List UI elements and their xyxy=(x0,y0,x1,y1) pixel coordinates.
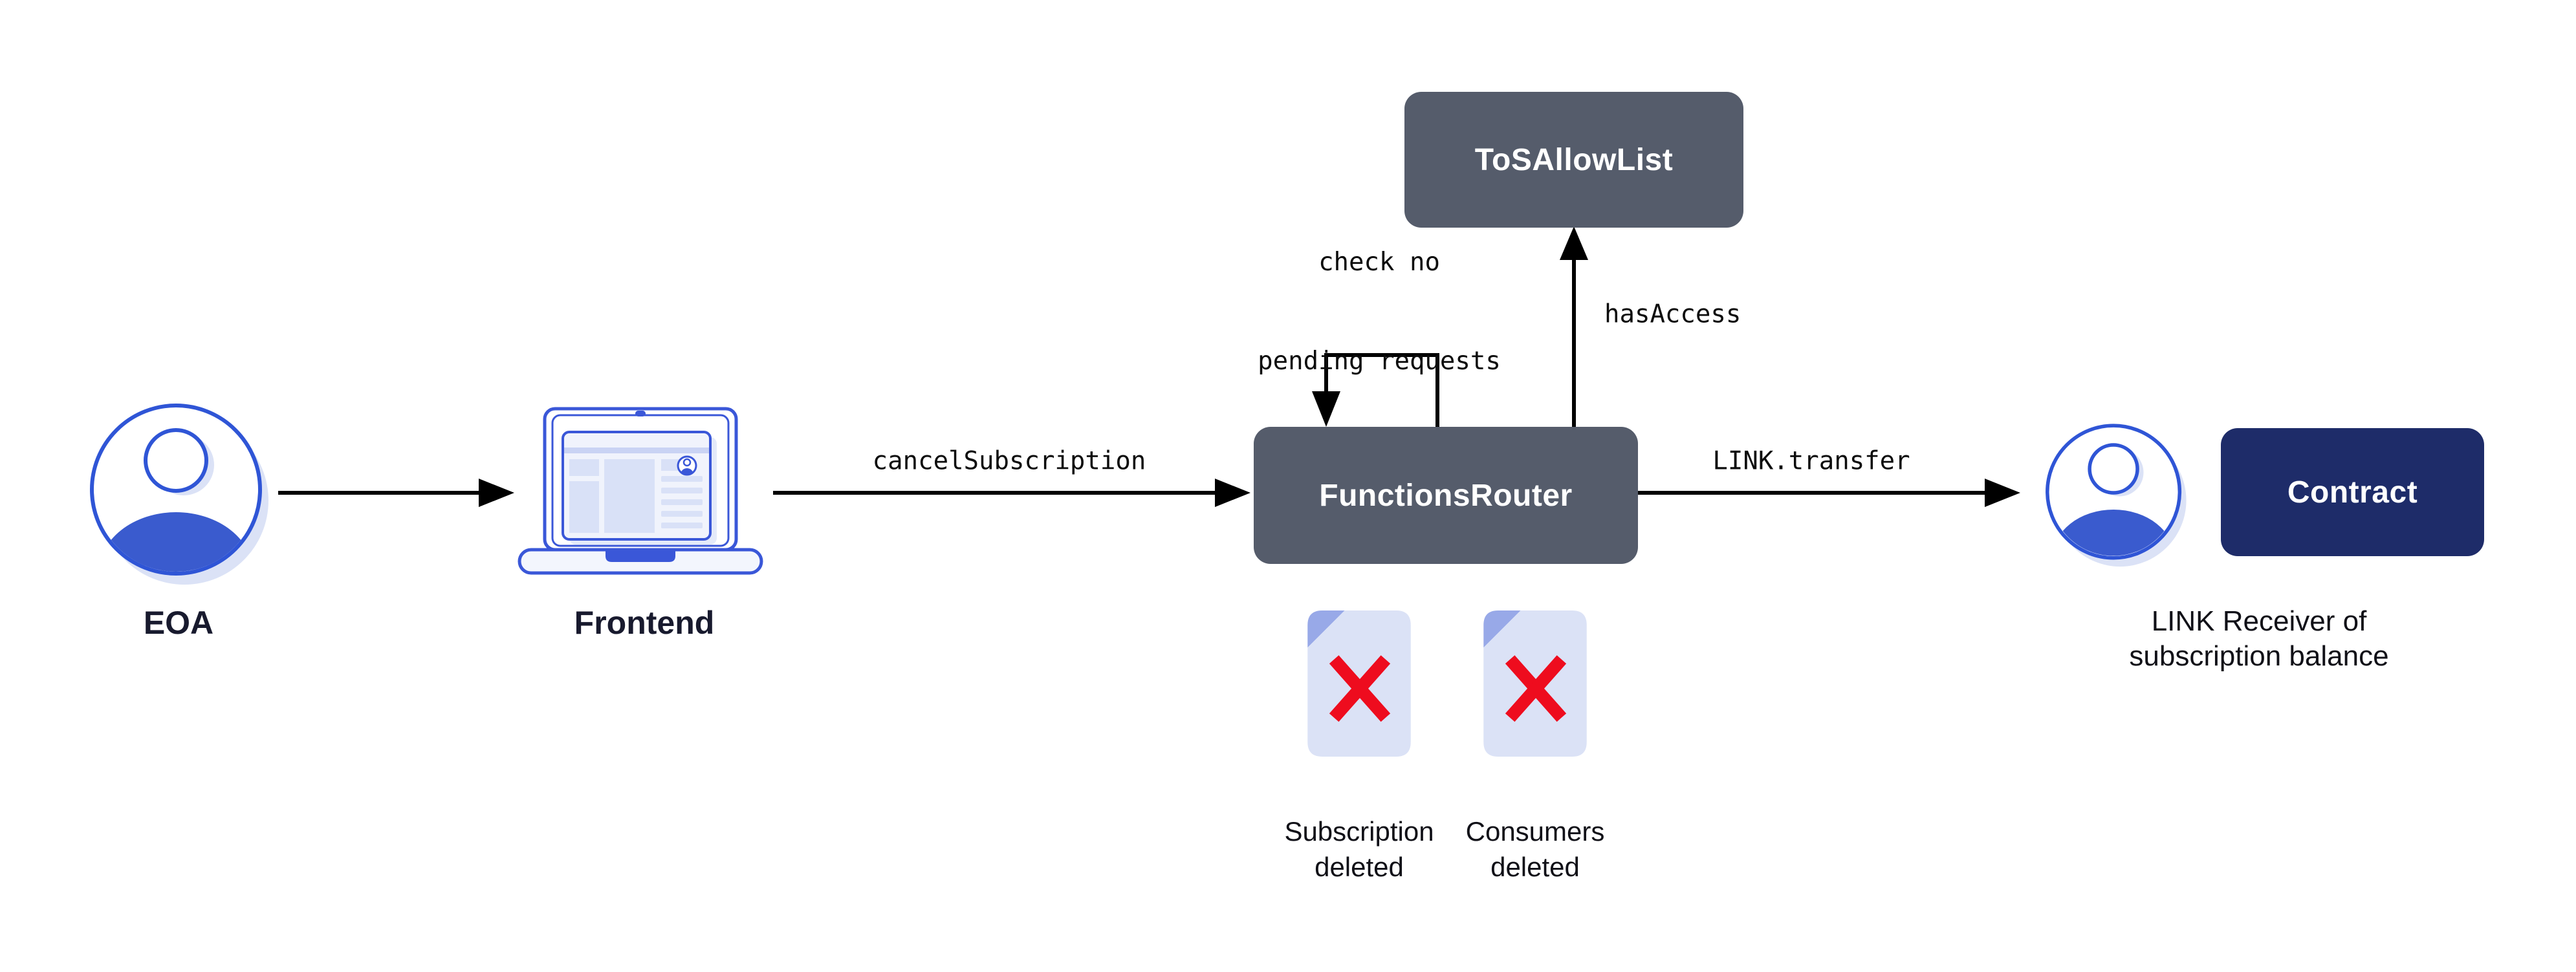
arrowhead-right-icon xyxy=(479,479,514,507)
edge-label-cancel-subscription: cancelSubscription xyxy=(872,446,1146,476)
caption-line2: deleted xyxy=(1490,852,1580,882)
edge-frontend-to-router xyxy=(773,479,1250,507)
frontend-label: Frontend xyxy=(574,605,715,641)
node-tos-allow-list-label: ToSAllowList xyxy=(1474,142,1674,177)
eoa-person-avatar-icon xyxy=(90,404,268,585)
receiver-caption: LINK Receiver of subscription balance xyxy=(2129,604,2388,674)
subscription-deleted-caption: Subscription deleted xyxy=(1284,814,1434,885)
node-functions-router-label: FunctionsRouter xyxy=(1319,478,1573,513)
node-tos-allow-list: ToSAllowList xyxy=(1404,92,1743,228)
caption-line1: Consumers xyxy=(1465,816,1605,847)
receiver-caption-line1: LINK Receiver of xyxy=(2151,605,2367,637)
edge-router-self-loop xyxy=(1312,353,1439,427)
subscription-deleted-document-icon xyxy=(1307,610,1411,757)
edge-label-line2: pending requests xyxy=(1258,347,1501,376)
consumers-deleted-document-icon xyxy=(1483,610,1587,757)
arrowhead-down-icon xyxy=(1312,391,1340,427)
frontend-laptop-icon xyxy=(518,407,763,575)
edge-label-has-access: hasAccess xyxy=(1604,299,1741,329)
arrowhead-right-icon xyxy=(1215,479,1250,507)
receiver-caption-line2: subscription balance xyxy=(2129,640,2389,672)
arrowhead-right-icon xyxy=(1985,479,2020,507)
delete-x-icon xyxy=(1329,655,1391,722)
node-contract-label: Contract xyxy=(2287,475,2418,510)
consumers-deleted-caption: Consumers deleted xyxy=(1466,814,1605,885)
edge-label-link-transfer: LINK.transfer xyxy=(1712,446,1910,476)
edge-label-check-no-pending: check no pending requests xyxy=(1258,180,1501,444)
node-functions-router: FunctionsRouter xyxy=(1254,427,1638,564)
caption-line1: Subscription xyxy=(1284,816,1434,847)
node-contract: Contract xyxy=(2221,428,2484,556)
edge-router-to-receiver xyxy=(1638,479,2020,507)
edge-eoa-to-frontend xyxy=(278,479,514,507)
edge-router-to-tos xyxy=(1560,226,1588,427)
edge-label-line1: check no xyxy=(1318,248,1440,277)
receiver-person-avatar-icon xyxy=(2046,424,2187,567)
caption-line2: deleted xyxy=(1315,852,1404,882)
arrowhead-up-icon xyxy=(1560,226,1588,260)
delete-x-icon xyxy=(1505,655,1567,722)
eoa-label: EOA xyxy=(143,605,214,641)
